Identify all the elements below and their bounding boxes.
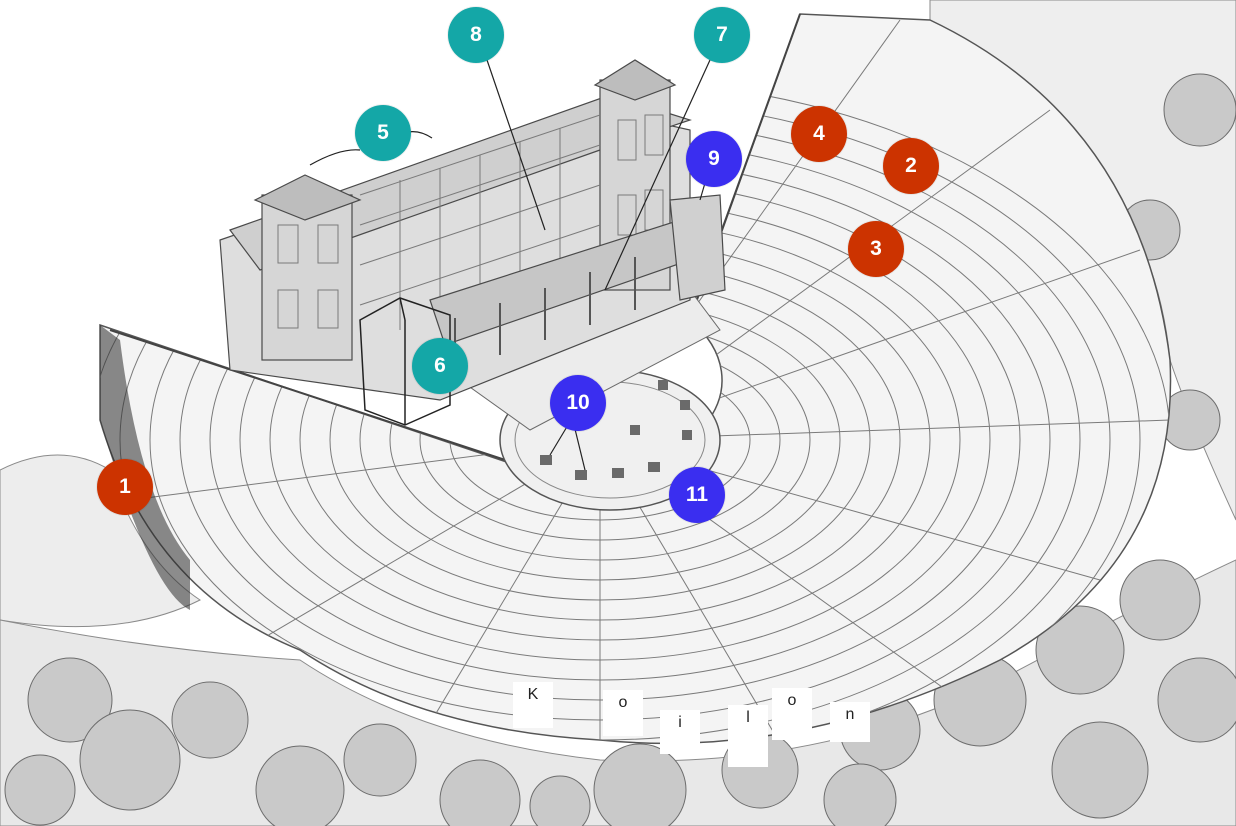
koilon-letter-4: l: [728, 705, 768, 767]
koilon-letter-3: i: [660, 710, 700, 754]
marker-8-label: 8: [470, 23, 482, 47]
marker-1-label: 1: [119, 475, 131, 499]
marker-11-label: 11: [686, 483, 708, 507]
marker-6: 6: [412, 338, 468, 394]
koilon-letter-5: o: [772, 688, 812, 740]
marker-9-label: 9: [708, 147, 720, 171]
marker-2-label: 2: [905, 154, 917, 178]
marker-6-label: 6: [434, 354, 446, 378]
marker-3: 3: [848, 221, 904, 277]
koilon-letter-6: n: [830, 702, 870, 742]
marker-8: 8: [448, 7, 504, 63]
marker-4-label: 4: [813, 122, 825, 146]
marker-10: 10: [550, 375, 606, 431]
marker-3-label: 3: [870, 237, 882, 261]
marker-1: 1: [97, 459, 153, 515]
stage-building: [220, 60, 725, 425]
marker-5: 5: [355, 105, 411, 161]
marker-11: 11: [669, 467, 725, 523]
marker-9: 9: [686, 131, 742, 187]
marker-5-label: 5: [377, 121, 389, 145]
marker-10-label: 10: [566, 391, 589, 415]
marker-7-label: 7: [716, 23, 728, 47]
koilon-letter-1: K: [513, 682, 553, 728]
koilon-letter-2: o: [603, 690, 643, 736]
marker-4: 4: [791, 106, 847, 162]
marker-7: 7: [694, 7, 750, 63]
marker-2: 2: [883, 138, 939, 194]
